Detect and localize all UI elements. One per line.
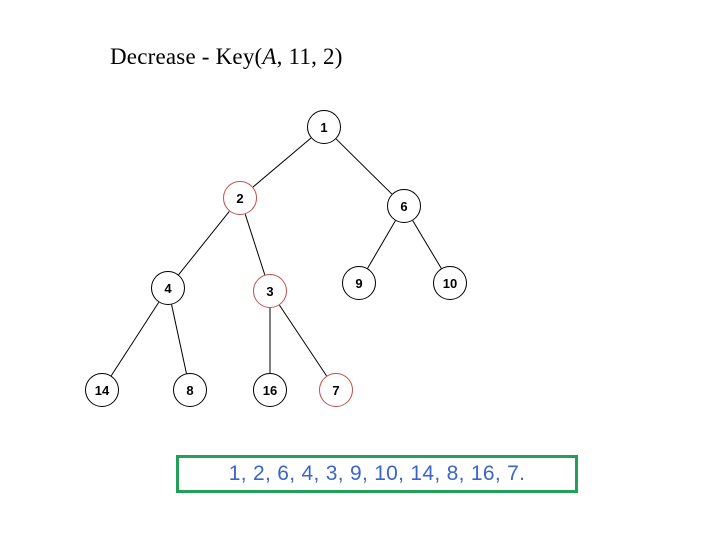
tree-node-label: 1 [320, 119, 328, 135]
tree-edge [244, 214, 266, 275]
tree-edge [252, 137, 312, 188]
tree-node-label: 8 [186, 382, 194, 398]
traversal-caption-box: 1, 2, 6, 4, 3, 9, 10, 14, 8, 16, 7. [176, 455, 578, 493]
tree-node-label: 4 [164, 280, 172, 296]
tree-node-6[interactable]: 6 [387, 189, 421, 223]
tree-edge [279, 304, 327, 377]
tree-node-label: 10 [442, 275, 458, 291]
tree-node-4[interactable]: 4 [151, 271, 185, 305]
page-title: Decrease - Key(A, 11, 2) [110, 44, 343, 70]
tree-node-2[interactable]: 2 [223, 181, 257, 215]
tree-node-1[interactable]: 1 [307, 110, 341, 144]
tree-node-label: 6 [400, 198, 408, 214]
tree-node-label: 14 [94, 382, 110, 398]
title-prefix: Decrease - Key( [110, 44, 263, 69]
tree-node-3[interactable]: 3 [253, 274, 287, 308]
title-suffix: , 11, 2) [276, 44, 343, 69]
tree-node-8[interactable]: 8 [173, 373, 207, 407]
tree-edge [171, 304, 187, 374]
tree-node-14[interactable]: 14 [85, 373, 119, 407]
tree-node-7[interactable]: 7 [319, 373, 353, 407]
tree-edge [335, 138, 393, 195]
traversal-caption-text: 1, 2, 6, 4, 3, 9, 10, 14, 8, 16, 7. [228, 462, 526, 485]
tree-edge [367, 220, 396, 269]
tree-node-label: 16 [262, 382, 278, 398]
tree-node-label: 9 [355, 275, 363, 291]
tree-node-label: 7 [332, 382, 340, 398]
tree-edge [412, 220, 442, 269]
tree-node-9[interactable]: 9 [342, 266, 376, 300]
tree-edge [178, 210, 230, 276]
tree-node-10[interactable]: 10 [433, 266, 467, 300]
title-array-param: A [262, 44, 277, 69]
tree-node-label: 2 [236, 190, 244, 206]
tree-node-16[interactable]: 16 [253, 373, 287, 407]
tree-node-label: 3 [266, 283, 274, 299]
tree-edge [110, 301, 160, 377]
